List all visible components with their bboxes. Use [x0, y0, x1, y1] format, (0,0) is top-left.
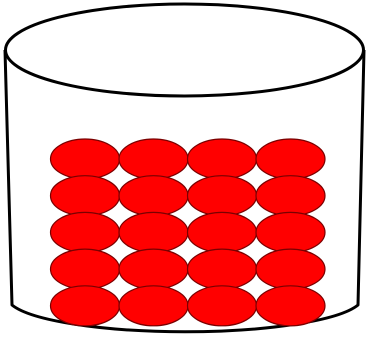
red-ellipse-r5-c3 [188, 286, 257, 326]
cylinder-top-rim [6, 4, 364, 96]
red-ellipse-r4-c3 [188, 249, 257, 289]
red-ellipse-r1-c1 [51, 139, 120, 179]
red-ellipse-r3-c4 [256, 212, 325, 252]
red-ellipse-r4-c2 [119, 249, 188, 289]
red-ellipse-r1-c3 [188, 139, 257, 179]
red-ellipse-r5-c1 [51, 286, 120, 326]
red-ellipse-r2-c2 [119, 176, 188, 216]
red-ellipse-r4-c1 [51, 249, 120, 289]
red-ellipse-r1-c4 [256, 139, 325, 179]
red-ellipse-r3-c2 [119, 212, 188, 252]
red-ellipse-r3-c1 [51, 212, 120, 252]
red-ellipse-r5-c4 [256, 286, 325, 326]
red-ellipse-r2-c3 [188, 176, 257, 216]
red-ellipse-r5-c2 [119, 286, 188, 326]
red-ellipse-r3-c3 [188, 212, 257, 252]
red-ellipse-r2-c4 [256, 176, 325, 216]
red-ellipse-grid [51, 139, 326, 326]
red-ellipse-r1-c2 [119, 139, 188, 179]
red-ellipse-r4-c4 [256, 249, 325, 289]
red-ellipse-r2-c1 [51, 176, 120, 216]
